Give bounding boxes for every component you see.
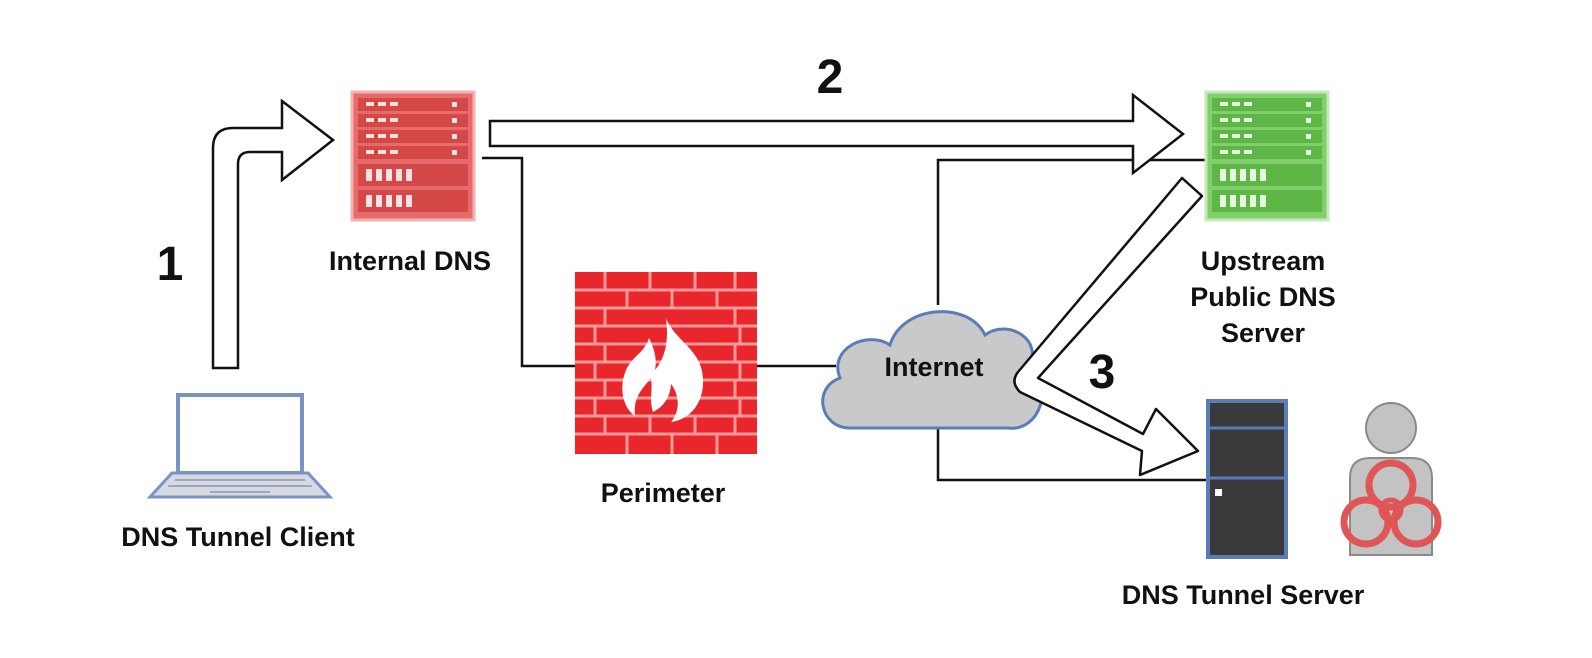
upstream-dns-label-line-2: Public DNS	[1190, 282, 1336, 312]
internal-dns-server-icon	[350, 90, 476, 222]
step-2-number: 2	[817, 51, 844, 104]
upstream-dns-server-icon	[1204, 90, 1330, 222]
internal-dns-label: Internal DNS	[329, 246, 491, 276]
step-1-number: 1	[157, 238, 184, 291]
step-2-arrow	[488, 92, 1186, 176]
biohazard-user-icon	[1340, 402, 1442, 556]
perimeter-label: Perimeter	[601, 478, 726, 508]
flame-icon	[622, 318, 704, 422]
step-1-arrow	[211, 98, 336, 370]
dns-tunnel-server-label: DNS Tunnel Server	[1122, 580, 1365, 610]
network-links	[482, 156, 1210, 482]
link-internal-dns-to-firewall	[482, 156, 575, 368]
internet-label: Internet	[884, 352, 983, 382]
step-3-number: 3	[1089, 346, 1116, 399]
dns-tunnel-client-label: DNS Tunnel Client	[121, 522, 355, 552]
upstream-dns-label-line-3: Server	[1221, 318, 1306, 348]
upstream-dns-label-line-1: Upstream	[1201, 246, 1326, 276]
link-internet-to-tunnel-server	[936, 420, 1210, 482]
firewall-icon	[575, 272, 757, 454]
step-3-arrow	[1013, 176, 1204, 477]
link-internet-to-upstream	[936, 158, 1210, 305]
laptop-icon	[146, 393, 334, 499]
tower-server-icon	[1206, 399, 1288, 559]
